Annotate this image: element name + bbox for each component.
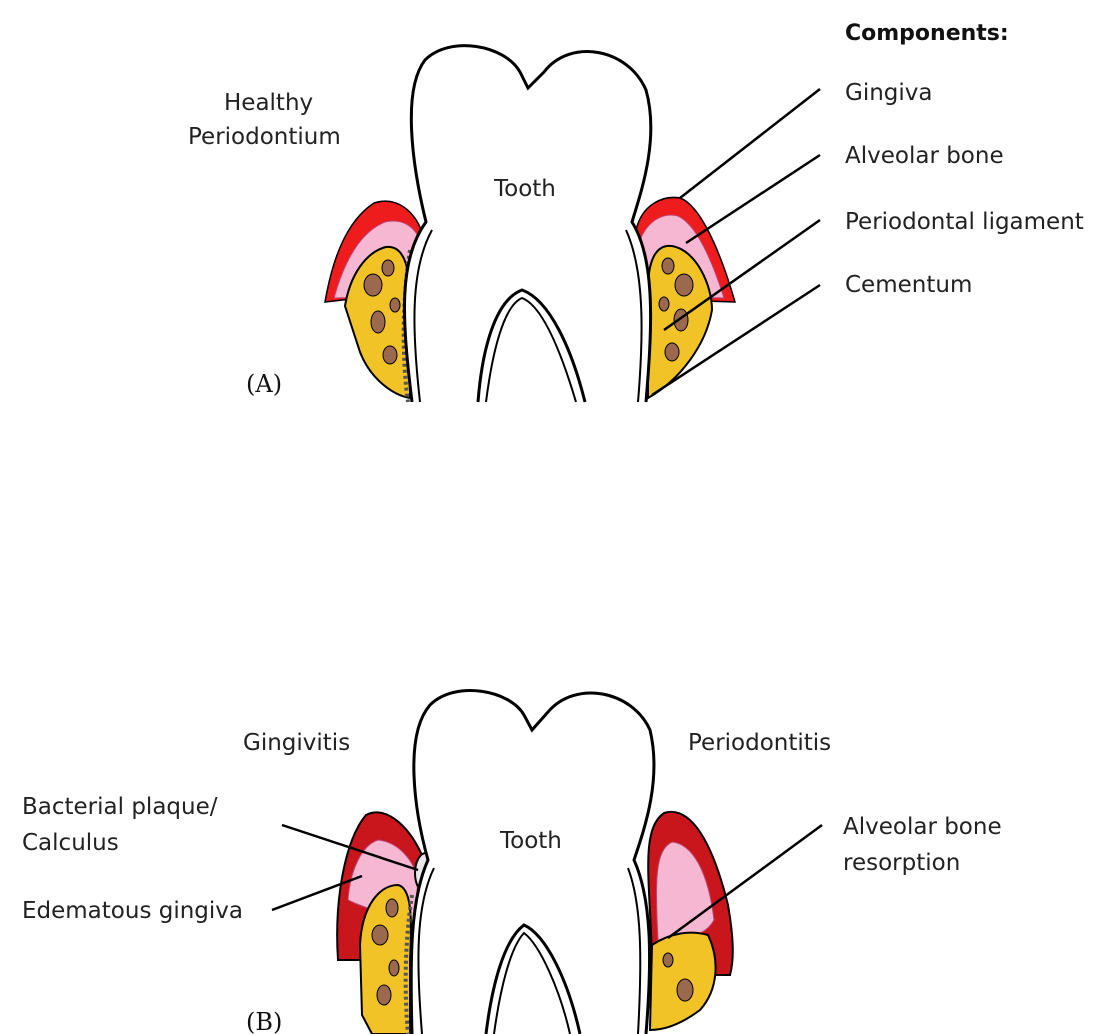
tooth-outline-b [411,691,654,1034]
panel-b: Gingivitis Periodontitis Tooth Bacterial… [22,691,1002,1034]
component-gingiva: Gingiva [845,80,933,106]
bone-spot [662,258,674,274]
resorption-label-line2: resorption [843,850,960,876]
leader-alveolar-bone [686,155,820,243]
bone-spot [383,346,397,364]
bone-spot [675,274,693,296]
components-heading: Components: [845,21,1009,46]
tooth-outline-a [404,46,650,402]
panel-a-label: (A) [246,370,282,398]
panel-a-title-line2: Periodontium [188,124,341,150]
resorption-label-line1: Alveolar bone [843,814,1002,840]
tooth-label-b: Tooth [499,828,562,854]
gingivitis-title: Gingivitis [243,730,350,756]
bone-spot [659,297,669,311]
plaque-label-line2: Calculus [22,830,119,856]
bone-spot [382,260,394,276]
edematous-gingiva-label: Edematous gingiva [22,898,243,924]
component-cementum: Cementum [845,272,972,298]
bone-spot [386,899,398,917]
right-periodontium-b [640,812,733,1034]
tooth-label-a: Tooth [493,176,556,202]
bone-spot [371,311,385,333]
bone-spot [665,343,679,361]
bone-spot [390,298,400,312]
component-periodontal-ligament: Periodontal ligament [845,209,1084,235]
plaque-label-line1: Bacterial plaque/ [22,794,218,820]
bone-spot [677,979,693,1001]
bone-spot [372,925,388,945]
leader-gingiva [680,89,820,198]
panel-a-title-line1: Healthy [224,90,313,116]
bone-spot [389,960,399,976]
panel-b-label: (B) [246,1008,282,1034]
bone-spot [377,985,391,1005]
periodontitis-title: Periodontitis [688,730,831,756]
bone-spot [364,274,382,296]
panel-a: Healthy Periodontium Tooth Components: G… [188,21,1084,402]
bone-spot [663,953,673,967]
component-alveolar-bone: Alveolar bone [845,143,1004,169]
left-alveolar-bone-b [360,885,411,1034]
